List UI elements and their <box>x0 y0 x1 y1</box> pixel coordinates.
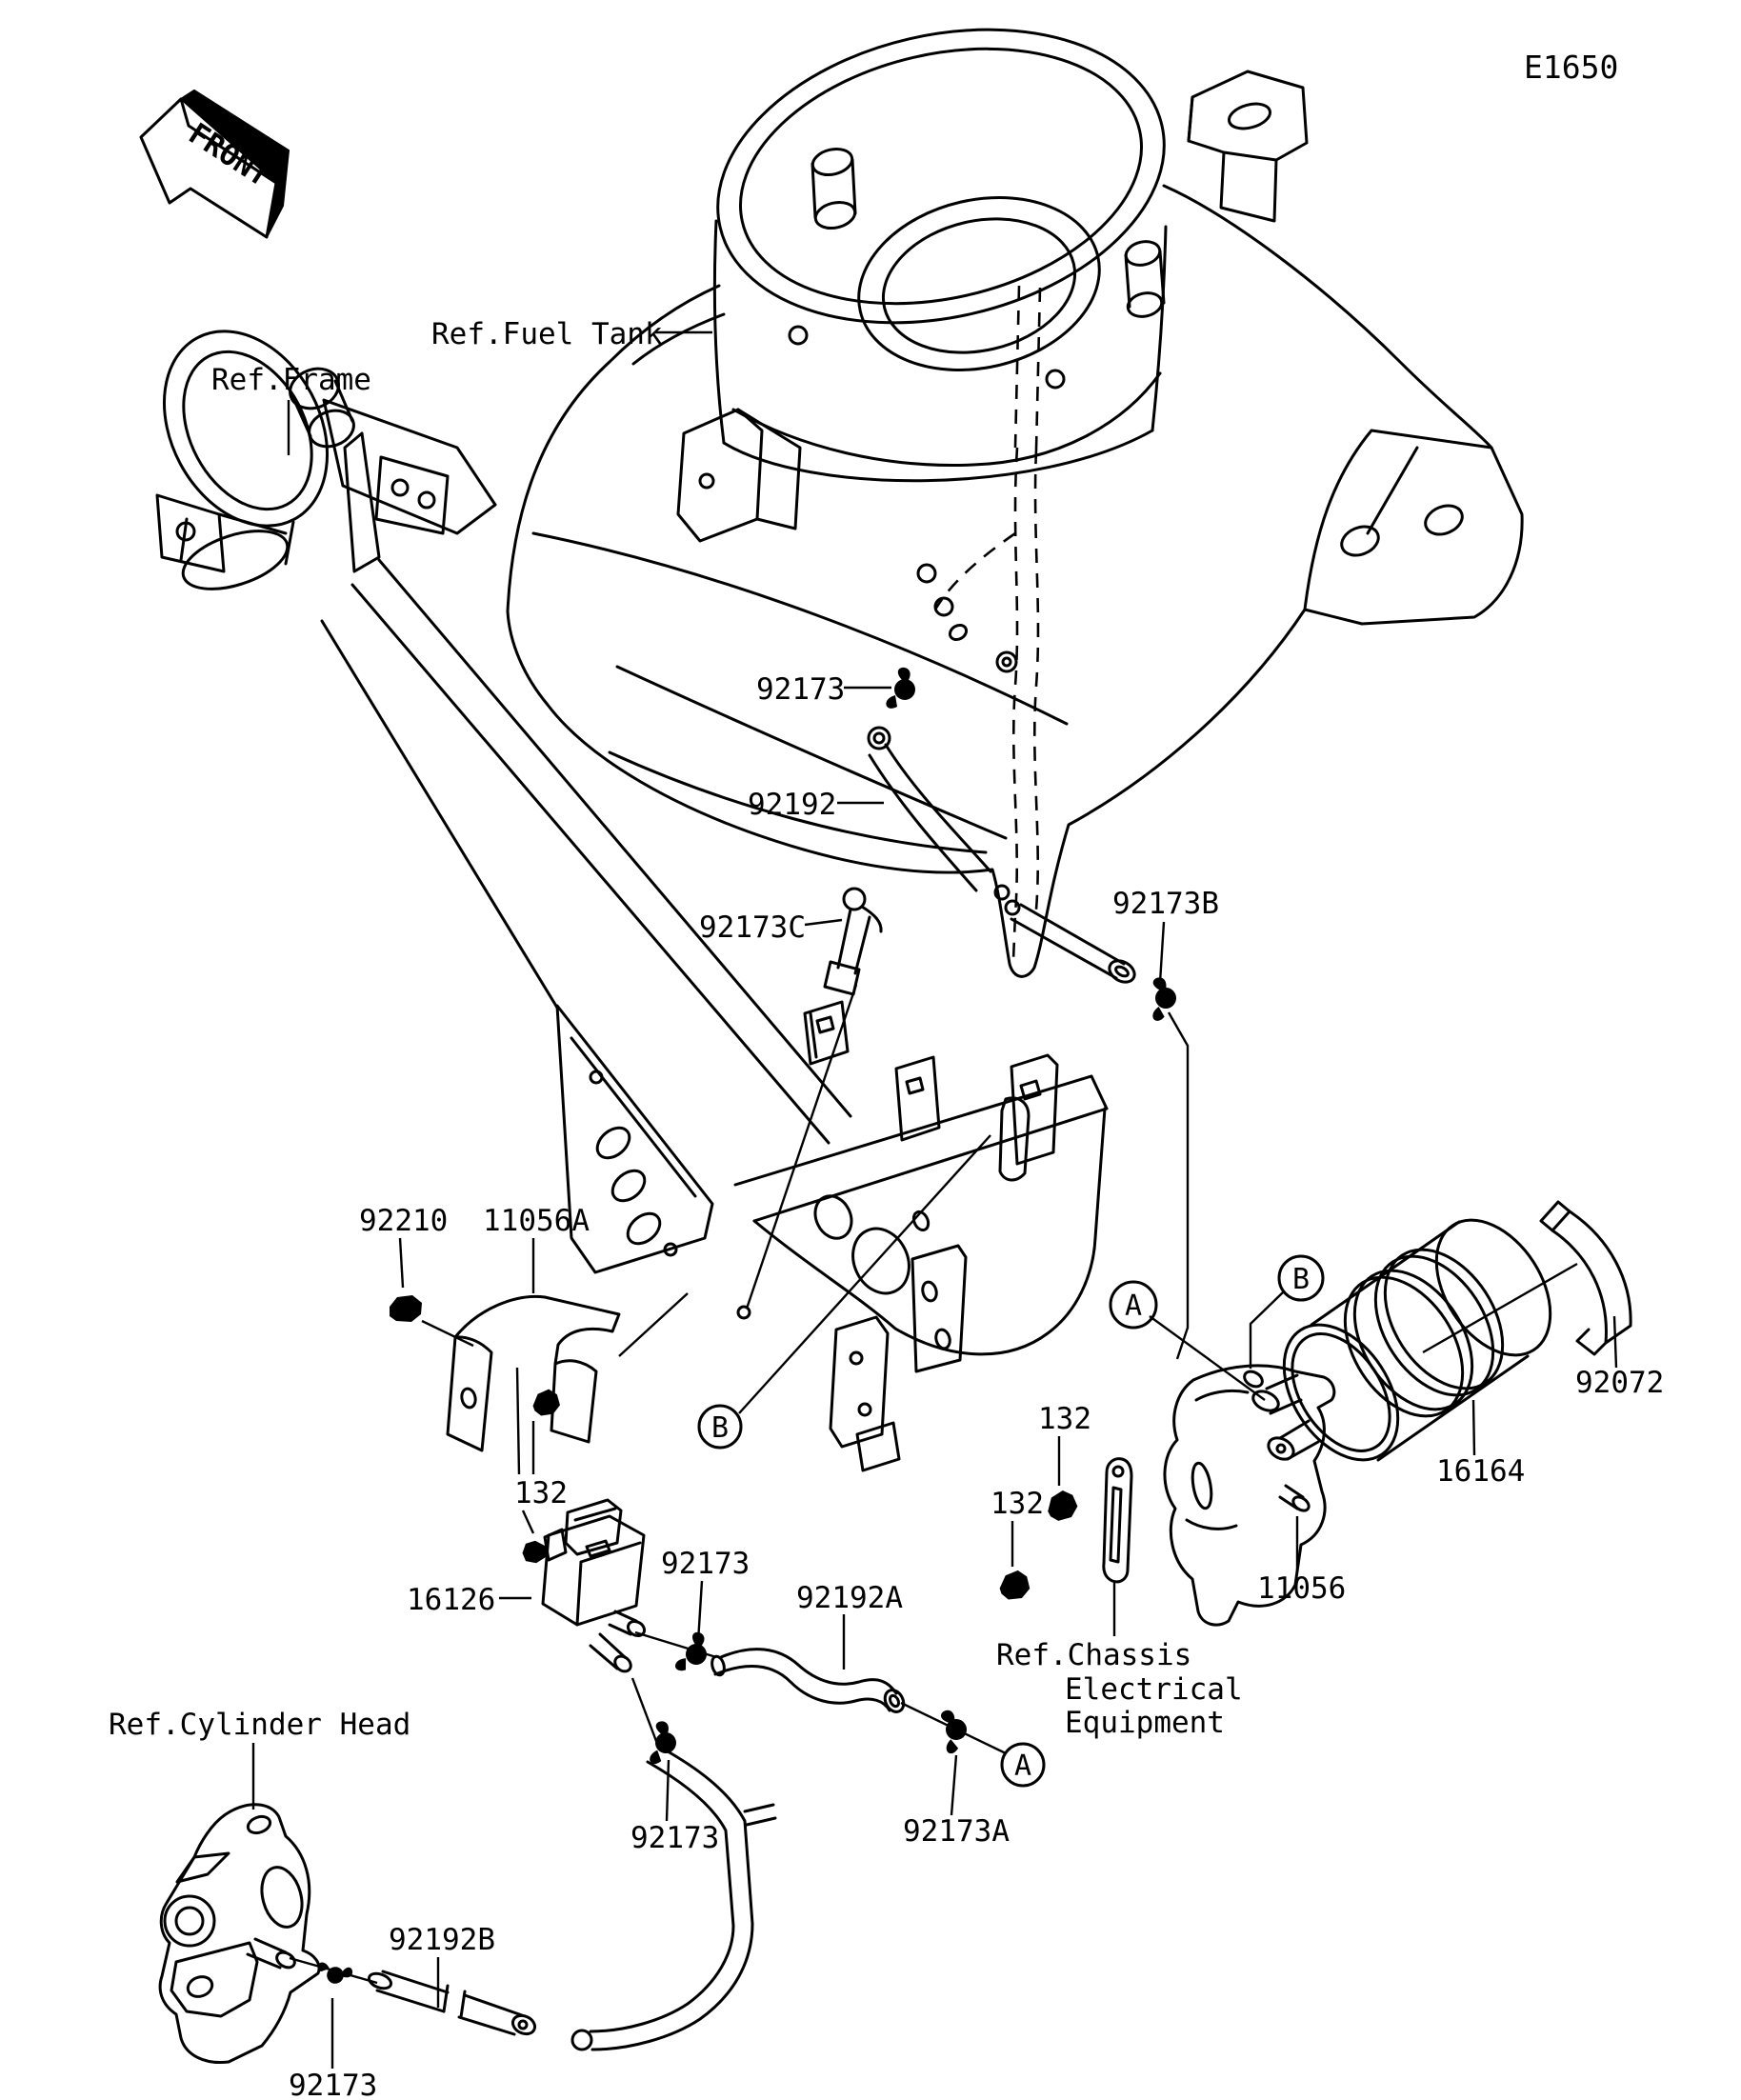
clamp-92173a-icon <box>929 1705 975 1755</box>
part-132-right-lower-label: 132 <box>991 1487 1044 1521</box>
hoses-drawing <box>367 726 1136 2051</box>
part-92173b-label: 92173B <box>1112 887 1219 921</box>
valve-16126-drawing <box>495 1498 647 1673</box>
balloon-a-canister-letter: A <box>1125 1290 1142 1323</box>
clamp-92173b-icon <box>1140 973 1183 1023</box>
part-92192a-label: 92192A <box>796 1581 903 1615</box>
canister-16164-drawing <box>1243 1218 1552 1462</box>
hose-clamps <box>317 667 1183 1987</box>
part-16126-label: 16126 <box>407 1583 495 1617</box>
ref-frame-label: Ref.Frame <box>211 363 371 397</box>
balloon-b-canister: B <box>1277 1254 1325 1302</box>
part-16164-label: 16164 <box>1436 1454 1525 1489</box>
leader-lines <box>251 330 1618 2069</box>
part-92210-label: 92210 <box>359 1204 448 1238</box>
fuel-tank-drawing <box>506 28 1524 978</box>
ref-chassis-line1-label: Ref.Chassis <box>996 1638 1191 1672</box>
chassis-strap-drawing <box>994 1457 1133 1604</box>
band-92072-drawing <box>1539 1200 1632 1356</box>
text-labels: E1650 Ref.Fuel Tank Ref.Frame 92173 9219… <box>109 49 1664 2100</box>
part-92173-low-label: 92173 <box>630 1821 719 1855</box>
balloon-b-frame: B <box>697 1404 743 1450</box>
clamp-92173-mid-icon <box>674 1629 710 1675</box>
part-92173-mid-label: 92173 <box>661 1547 750 1581</box>
part-92173-tank-label: 92173 <box>756 672 845 707</box>
front-direction-arrow-icon: FRONT <box>139 90 290 239</box>
balloon-b-frame-letter: B <box>711 1411 729 1445</box>
pump-bracket-11056-drawing <box>1163 1364 1336 1627</box>
part-132-left-label: 132 <box>514 1476 568 1510</box>
bracket-11056a-drawing <box>390 1294 621 1452</box>
cylinder-head-drawing <box>158 1803 321 2065</box>
hidden-hose-dashes <box>933 285 1042 961</box>
part-11056a-label: 11056A <box>483 1204 590 1238</box>
part-92173-head-label: 92173 <box>289 2069 377 2100</box>
part-92072-label: 92072 <box>1575 1366 1664 1400</box>
drawing-code-label: E1650 <box>1524 49 1618 86</box>
balloon-a-canister: A <box>1109 1280 1158 1330</box>
ref-fuel-tank-label: Ref.Fuel Tank <box>431 317 663 351</box>
ref-chassis-line2-label: Electrical <box>1065 1672 1243 1707</box>
part-92192b-label: 92192B <box>389 1923 495 1957</box>
frame-drawing <box>155 330 1109 1472</box>
clip-92173c-icon <box>823 887 883 996</box>
part-92192-label: 92192 <box>748 788 836 822</box>
part-132-right-upper-label: 132 <box>1038 1402 1091 1436</box>
part-92173c-label: 92173C <box>699 910 806 945</box>
construction-lines <box>289 984 1578 1985</box>
ref-chassis-line3-label: Equipment <box>1065 1706 1225 1740</box>
balloon-b-canister-letter: B <box>1292 1263 1310 1296</box>
ref-cylinder-head-label: Ref.Cylinder Head <box>109 1708 410 1742</box>
clamp-92173-low-icon <box>643 1719 680 1765</box>
part-11056-label: 11056 <box>1257 1571 1346 1606</box>
balloon-a-hose-letter: A <box>1014 1750 1031 1783</box>
part-92173a-label: 92173A <box>903 1814 1010 1849</box>
balloon-a-hose: A <box>1000 1742 1046 1788</box>
